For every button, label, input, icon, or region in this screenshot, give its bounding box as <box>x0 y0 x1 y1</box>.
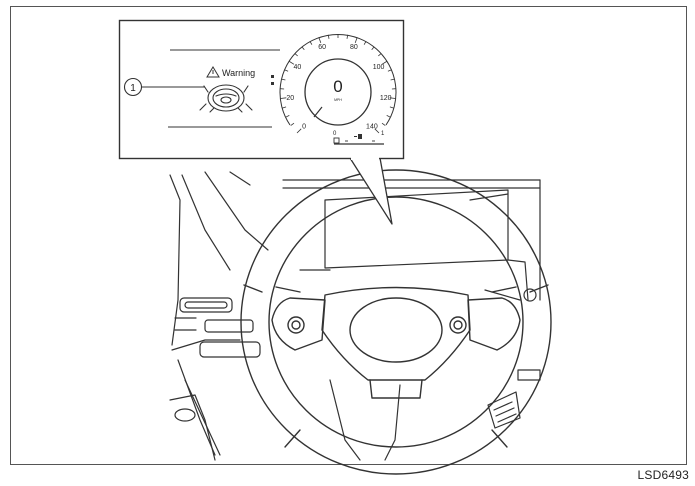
callout-box <box>118 19 405 160</box>
speedometer-tick-label: 120 <box>380 95 392 102</box>
figure-reference-code: LSD6493 <box>637 468 689 482</box>
warning-label: Warning <box>222 68 255 78</box>
speedometer-tick-label: 20 <box>286 95 294 102</box>
speedometer-tick-label: 0 <box>302 123 306 130</box>
speedometer-tick <box>386 115 391 118</box>
speedometer-ring <box>304 58 372 126</box>
speed-unit: MPH <box>334 98 342 102</box>
steering-wheel <box>240 169 552 475</box>
fuel-gauge: 0 1 <box>333 131 385 145</box>
speedometer-tick-label: 60 <box>318 44 326 51</box>
speedometer-tick <box>301 46 305 51</box>
speedometer-tick-label: 40 <box>294 64 302 71</box>
speedometer-tick <box>389 106 394 109</box>
speedometer-tick <box>381 122 386 126</box>
speedometer: 0 20 40 60 80 100 120 140 0 MPH <box>279 33 397 134</box>
speedometer-tick <box>290 122 295 126</box>
speed-readout: 0 <box>333 77 342 96</box>
speedometer-tick <box>389 97 396 99</box>
callout-pointer <box>349 157 393 225</box>
speedometer-tick <box>296 128 302 134</box>
speedometer-tick <box>280 97 287 99</box>
fuel-full-label: 1 <box>381 131 385 137</box>
speedometer-tick <box>346 34 349 39</box>
speedometer-tick <box>309 41 313 45</box>
callout-marker <box>123 77 143 97</box>
speedometer-tick <box>285 115 290 118</box>
indicator-dot <box>271 75 274 78</box>
speedometer-tick <box>378 53 382 57</box>
steering-wheel-warning-icon <box>199 84 253 113</box>
speedometer-tick <box>363 41 367 45</box>
dashboard-line-art <box>169 171 541 461</box>
speedometer-tick-marks <box>280 34 396 134</box>
speedometer-tick <box>387 69 392 72</box>
speedometer-tick <box>354 37 358 44</box>
speedometer-tick <box>371 46 375 51</box>
speedometer-needle <box>313 106 323 118</box>
fuel-empty-label: 0 <box>333 131 337 137</box>
speedometer-tick <box>327 34 330 39</box>
speedometer-tick <box>318 37 322 44</box>
warning-triangle-icon <box>206 66 220 78</box>
indicator-dot <box>271 82 274 85</box>
speedometer-tick <box>288 60 295 65</box>
speedometer-scale: 0 20 40 60 80 100 120 140 <box>286 44 391 130</box>
fuel-pump-icon <box>354 134 362 139</box>
fuel-bar <box>333 137 340 144</box>
instrument-cluster-detail: 1 Warning 0 20 40 60 80 1 0 <box>123 33 397 145</box>
speedometer-tick <box>281 78 286 81</box>
speedometer-tick <box>284 69 289 72</box>
speedometer-tick-label: 80 <box>350 44 358 51</box>
speedometer-tick <box>374 128 380 134</box>
speedometer-tick-label: 100 <box>373 64 385 71</box>
speedometer-tick <box>381 60 388 65</box>
speedometer-tick <box>294 53 298 57</box>
figure-frame <box>10 6 687 465</box>
speedometer-tick <box>390 78 395 81</box>
speedometer-tick-label: 140 <box>366 123 378 130</box>
speedometer-tick <box>282 106 287 109</box>
callout-number: 1 <box>130 83 136 94</box>
